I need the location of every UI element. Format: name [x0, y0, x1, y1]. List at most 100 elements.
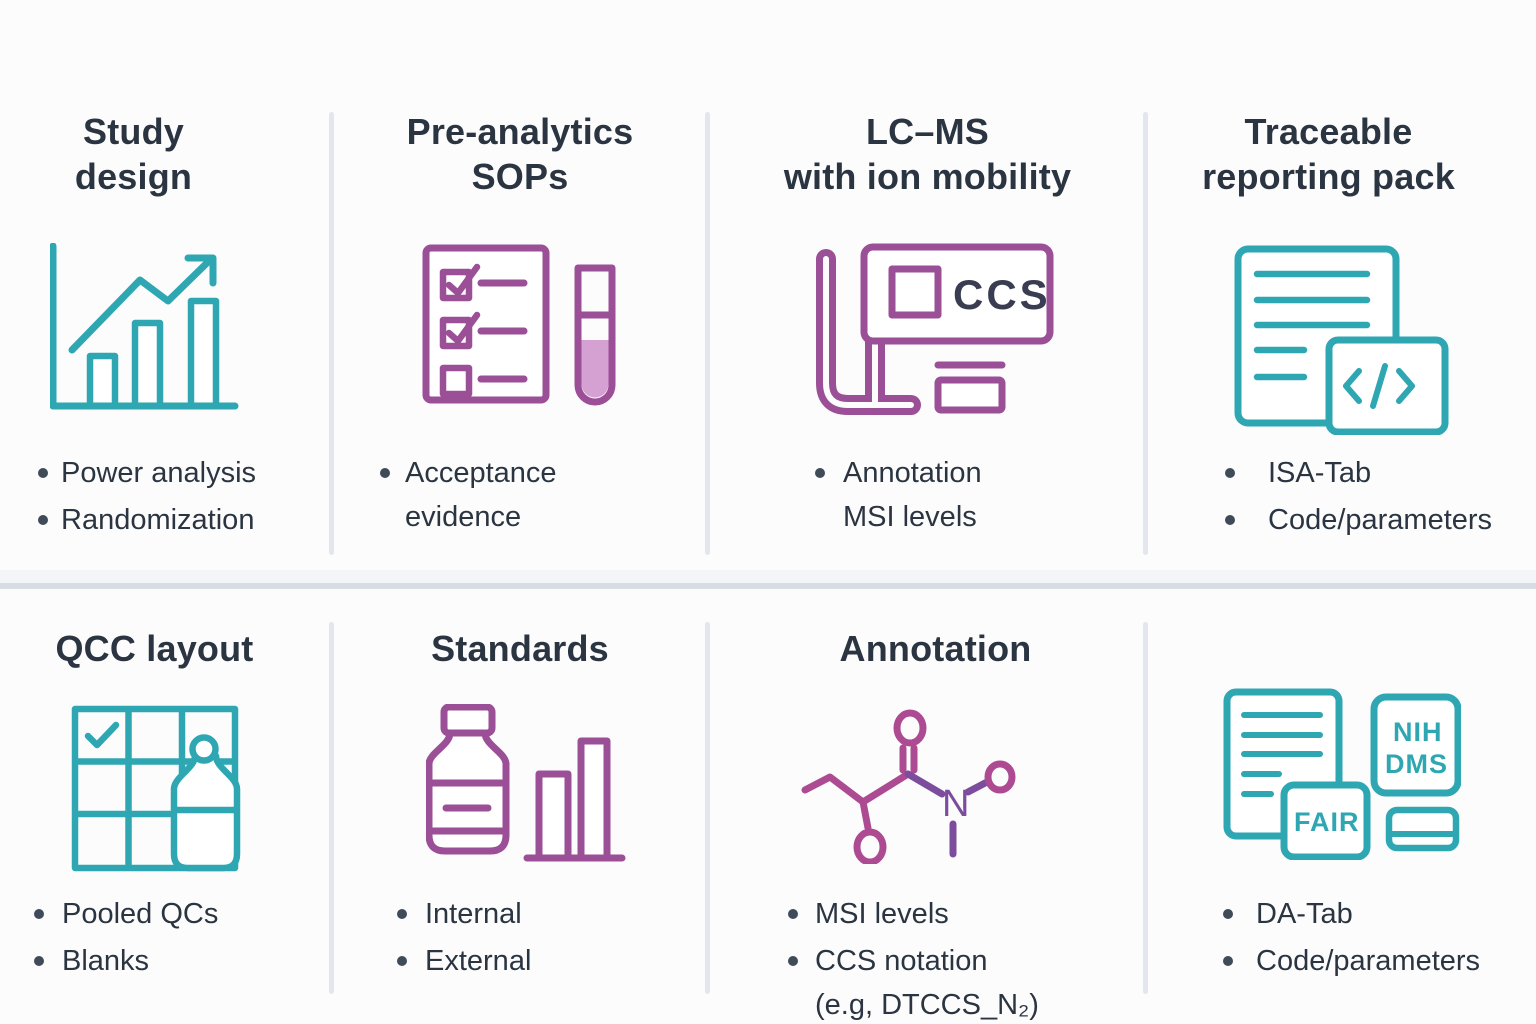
bullet-text: Pooled QCs: [62, 898, 219, 930]
document-code-icon: [1234, 245, 1449, 435]
icon-box: [333, 704, 707, 864]
bar-chart-trend-icon: [49, 243, 238, 410]
title-line: Pre-analytics: [406, 111, 634, 152]
panel-title: Study design: [0, 109, 331, 199]
bullet-text: MSI levels: [843, 501, 977, 533]
oxygen-atom: [984, 760, 1016, 794]
panel-annotation: Annotation N MSI levels CCS notation (e.…: [710, 608, 1145, 1024]
ccs-label: CCS: [953, 271, 1051, 318]
bullet-list: Annotation MSI levels: [710, 453, 982, 544]
oxygen-atom: [893, 709, 927, 747]
bullet-list: Power analysis Randomization: [0, 453, 256, 547]
bullet-dot: [815, 468, 825, 478]
bullet-text: Annotation: [843, 457, 982, 489]
bullet-dot: [1223, 956, 1233, 966]
list-item: Power analysis: [38, 453, 256, 493]
bullet-dot: [788, 909, 798, 919]
column-divider: [1143, 622, 1148, 994]
bullet-text: ISA-Tab: [1268, 457, 1372, 489]
panel-title: LC–MS with ion mobility: [710, 109, 1145, 199]
fair-nih-dms-documents-icon: NIH DMS FAIR: [1223, 688, 1461, 860]
bullet-text: evidence: [405, 501, 522, 533]
list-item: Code/parameters: [1223, 941, 1480, 981]
list-item: MSI levels: [788, 894, 1039, 934]
bullet-dot: [397, 956, 407, 966]
title-line: LC–MS: [865, 111, 989, 152]
dms-label: DMS: [1385, 749, 1448, 779]
row-separator: [0, 583, 1536, 589]
bullet-text: Code/parameters: [1268, 504, 1493, 536]
molecule-structure-icon: N: [801, 709, 1016, 864]
bullet-list: Pooled QCs Blanks: [0, 894, 218, 988]
column-divider: [329, 622, 334, 994]
column-divider: [705, 622, 710, 994]
panel-title: Annotation: [710, 626, 1145, 671]
list-item: ISA-Tab: [1225, 453, 1492, 493]
list-item: Internal: [397, 894, 531, 934]
column-divider: [705, 112, 710, 555]
panel-traceable-reporting-pack: Traceable reporting pack ISA-Tab Code/pa…: [1147, 95, 1536, 575]
bullet-text: Randomization: [61, 504, 255, 536]
bullet-text: (e.g, DTCCS_N₂): [815, 989, 1039, 1021]
list-item: Blanks: [34, 941, 218, 981]
bullet-text: CCS notation: [815, 945, 988, 977]
title-line: reporting pack: [1202, 156, 1455, 197]
title-line: design: [74, 156, 193, 197]
list-item: DA-Tab: [1223, 894, 1480, 934]
bullet-list: MSI levels CCS notation (e.g, DTCCS_N₂): [710, 894, 1039, 1024]
lcms-instrument-icon: CCS: [816, 243, 1054, 415]
fair-label: FAIR: [1294, 807, 1360, 837]
icon-box: CCS: [710, 243, 1145, 423]
checklist-test-tube-icon: [422, 244, 616, 406]
list-item-continuation: (e.g, DTCCS_N₂): [788, 985, 1039, 1024]
title-line: Standards: [431, 628, 609, 669]
oxygen-atom: [853, 828, 887, 864]
title-line: Annotation: [839, 628, 1032, 669]
icon-box: N: [710, 704, 1145, 864]
list-item-continuation: evidence: [380, 497, 557, 537]
bullet-dot: [1223, 909, 1233, 919]
bullet-text: External: [425, 945, 532, 977]
bullet-dot: [38, 515, 48, 525]
list-item: Annotation: [815, 453, 982, 493]
bullet-dot: [788, 956, 798, 966]
column-divider: [329, 112, 334, 555]
list-item: Pooled QCs: [34, 894, 218, 934]
panel-title: Standards: [333, 626, 707, 671]
panel-title: QCC layout: [0, 626, 331, 671]
icon-box: NIH DMS FAIR: [1147, 688, 1536, 860]
list-item: CCS notation: [788, 941, 1039, 981]
bullet-list: DA-Tab Code/parameters: [1147, 894, 1480, 988]
reagent-bottle-bars-icon: [426, 704, 626, 862]
bullet-dot: [34, 956, 44, 966]
panel-fair-data-deposit: NIH DMS FAIR DA-Tab Code/parameters: [1147, 608, 1536, 1024]
qc-grid-flask-icon: [71, 705, 240, 872]
bullet-dot: [38, 468, 48, 478]
bullet-dot: [1225, 515, 1235, 525]
icon-box: [0, 704, 331, 872]
title-line: SOPs: [471, 156, 569, 197]
bullet-text: Code/parameters: [1256, 945, 1481, 977]
nitrogen-atom: N: [942, 783, 969, 825]
list-item-continuation: MSI levels: [815, 497, 982, 537]
bullet-text: Internal: [425, 898, 522, 930]
panel-lc-ms-ion-mobility: LC–MS with ion mobility CCS Annotation M…: [710, 95, 1145, 575]
icon-box: [1147, 243, 1536, 435]
list-item: Code/parameters: [1225, 500, 1492, 540]
icon-box: [0, 243, 331, 415]
list-item: Acceptance: [380, 453, 557, 493]
title-line: Study: [82, 111, 184, 152]
bullet-text: Power analysis: [61, 457, 257, 489]
list-item: External: [397, 941, 531, 981]
nih-label: NIH: [1393, 717, 1443, 747]
bullet-dot: [34, 909, 44, 919]
column-divider: [1143, 112, 1148, 555]
panel-qcc-layout: QCC layout Pooled QCs Blanks: [0, 608, 331, 1024]
bullet-dot: [1225, 468, 1235, 478]
title-line: with ion mobility: [783, 156, 1072, 197]
bullet-list: ISA-Tab Code/parameters: [1147, 453, 1492, 547]
bullet-dot: [380, 468, 390, 478]
panel-pre-analytics-sops: Pre-analytics SOPs Acceptance evidence: [333, 95, 707, 575]
panel-title: Pre-analytics SOPs: [333, 109, 707, 199]
